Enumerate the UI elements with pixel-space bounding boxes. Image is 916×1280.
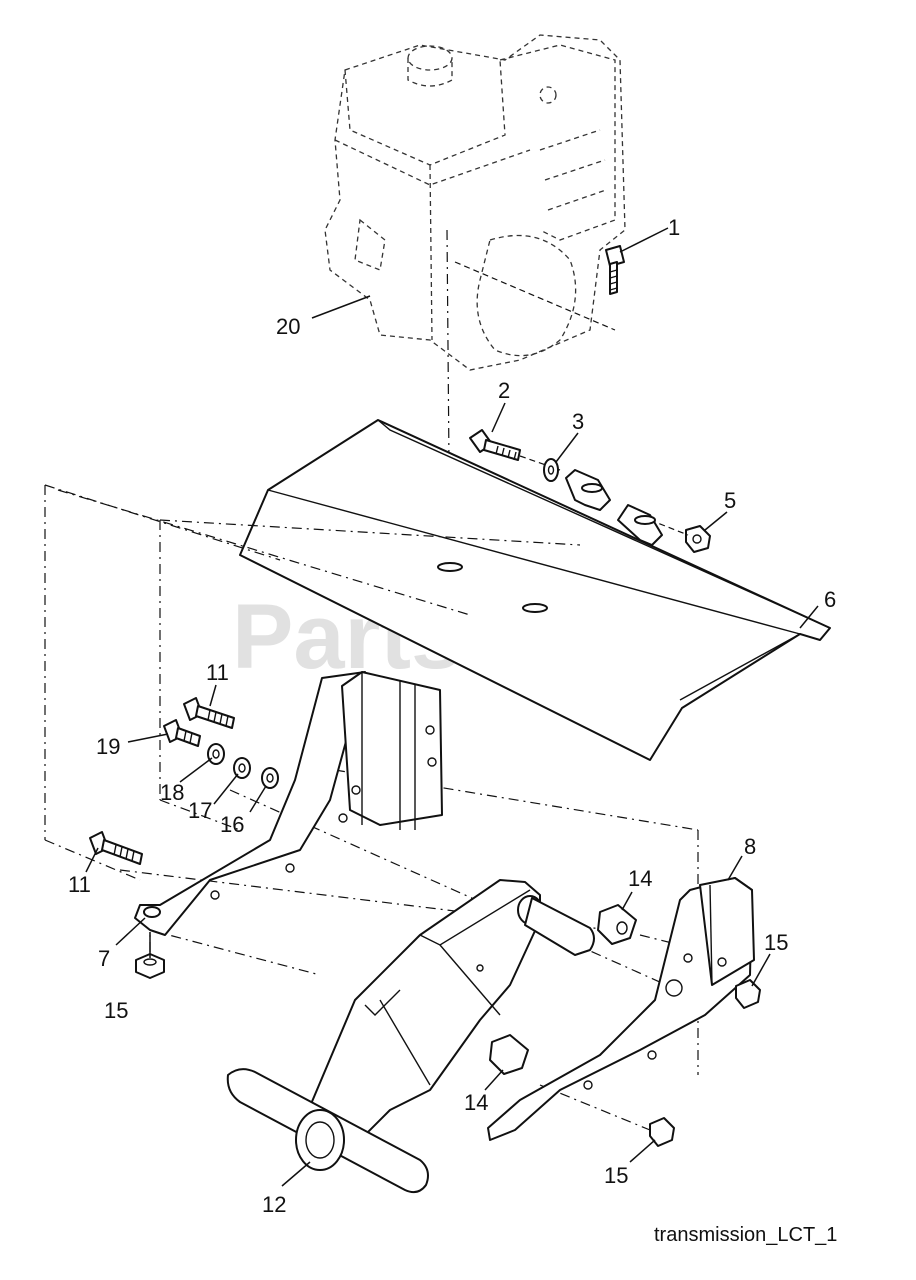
callout-3[interactable]: 3 — [572, 409, 584, 434]
spacer-part-14-lower[interactable] — [489, 1034, 529, 1075]
callout-18[interactable]: 18 — [160, 780, 184, 805]
callout-20[interactable]: 20 — [276, 314, 300, 339]
diagram-caption: transmission_LCT_1 — [654, 1224, 837, 1246]
callout-6[interactable]: 6 — [824, 587, 836, 612]
bolt-part-19[interactable] — [163, 719, 201, 747]
washer-part-18[interactable] — [207, 743, 225, 765]
leader-lines — [85, 227, 819, 1187]
bolt-part-11-upper[interactable] — [183, 697, 235, 729]
washer-part-3[interactable] — [543, 458, 559, 482]
callout-2[interactable]: 2 — [498, 378, 510, 403]
shield-part-6[interactable] — [239, 419, 831, 761]
left-bracket-part-7[interactable] — [134, 671, 443, 936]
callout-14-lower[interactable]: 14 — [464, 1090, 488, 1115]
callout-16[interactable]: 16 — [220, 812, 244, 837]
washer-part-16[interactable] — [261, 767, 279, 789]
callout-1[interactable]: 1 — [668, 215, 680, 240]
callout-15-right[interactable]: 15 — [764, 930, 788, 955]
washer-part-17[interactable] — [233, 757, 251, 779]
bolt-part-11-lower[interactable] — [89, 831, 143, 865]
right-bracket-part-8[interactable] — [487, 877, 755, 1141]
bolt-part-2[interactable] — [469, 429, 521, 461]
callout-5[interactable]: 5 — [724, 488, 736, 513]
callout-12[interactable]: 12 — [262, 1192, 286, 1217]
callout-17[interactable]: 17 — [188, 798, 212, 823]
nut-part-15-right[interactable] — [735, 979, 761, 1009]
spacer-part-14-upper[interactable] — [597, 904, 637, 945]
callout-11-lower[interactable]: 11 — [68, 872, 91, 897]
callout-8[interactable]: 8 — [744, 834, 756, 859]
callout-labels: 1 2 3 5 6 20 11 19 18 17 16 11 7 15 8 14… — [68, 215, 836, 1217]
callout-19[interactable]: 19 — [96, 734, 120, 759]
callout-15-bottom[interactable]: 15 — [604, 1163, 628, 1188]
callout-11-upper[interactable]: 11 — [206, 660, 229, 685]
nut-part-5[interactable] — [685, 525, 711, 553]
engine-part-20[interactable] — [324, 34, 626, 371]
callout-14-upper[interactable]: 14 — [628, 866, 652, 891]
nut-part-15-bottom[interactable] — [649, 1117, 675, 1147]
callout-7[interactable]: 7 — [98, 946, 110, 971]
callout-15-left[interactable]: 15 — [104, 998, 128, 1023]
chain-case-part-12[interactable] — [226, 879, 595, 1194]
bolt-part-1[interactable] — [605, 245, 625, 295]
